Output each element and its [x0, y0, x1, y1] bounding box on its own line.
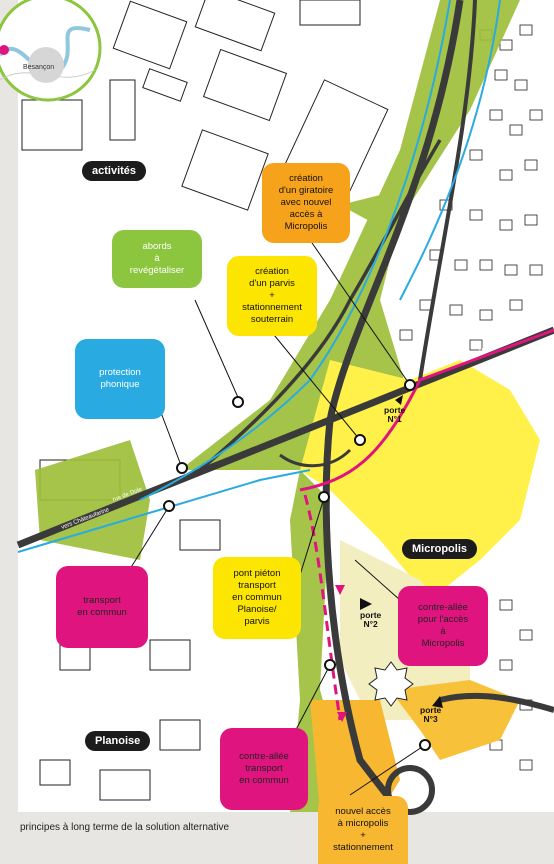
label-micropolis: Micropolis	[402, 539, 478, 559]
box-abords: abords à revégétaliser	[112, 230, 202, 288]
transport-line	[299, 328, 554, 721]
box-contre-allee-tc: contre-allée transport en commun	[220, 728, 308, 810]
roads	[16, 0, 554, 815]
connector-dots	[163, 379, 431, 751]
box-pont-text: pont piéton transport en commun Planoise…	[232, 568, 282, 627]
box-transport: transport en commun	[56, 566, 148, 648]
box-contre-allee-micropolis-text: contre-allée pour l'accès à Micropolis	[417, 602, 469, 649]
box-protection-text: protection phonique	[99, 367, 141, 390]
box-abords-text: abords à revégétaliser	[129, 241, 185, 276]
map-caption: principes à long terme de la solution al…	[20, 822, 230, 833]
box-nouvel-acces-text: nouvel accès à micropolis + stationnemen…	[333, 806, 393, 853]
box-nouvel-acces: nouvel accès à micropolis + stationnemen…	[318, 796, 408, 864]
box-protection: protection phonique	[75, 339, 165, 419]
box-giratoire: création d'un giratoire avec nouvel accè…	[262, 163, 350, 243]
box-giratoire-text: création d'un giratoire avec nouvel accè…	[278, 173, 334, 232]
houses	[399, 24, 543, 771]
micropolis-building	[368, 661, 414, 707]
label-planoise: Planoise	[85, 731, 151, 751]
box-pont: pont piéton transport en commun Planoise…	[213, 557, 301, 639]
porte-markers	[360, 395, 443, 708]
box-transport-text: transport en commun	[77, 595, 127, 618]
label-activites: activités	[82, 161, 147, 181]
porte-n1: porte N°1	[384, 405, 406, 424]
inset-city-label: Besançon	[23, 64, 55, 71]
transport-arrows	[335, 585, 347, 722]
porte-n2: porte N°2	[360, 610, 382, 629]
box-parvis: création d'un parvis + stationnement sou…	[227, 256, 317, 336]
inset-map	[0, 0, 102, 102]
blue-lines	[17, 0, 501, 553]
box-contre-allee-tc-text: contre-allée transport en commun	[239, 751, 289, 786]
orange-zone	[390, 680, 520, 760]
porte-n3: porte N°3	[420, 705, 442, 724]
box-parvis-text: création d'un parvis + stationnement sou…	[242, 266, 302, 325]
box-contre-allee-micropolis: contre-allée pour l'accès à Micropolis	[398, 586, 488, 666]
yellow-zone	[300, 360, 540, 600]
